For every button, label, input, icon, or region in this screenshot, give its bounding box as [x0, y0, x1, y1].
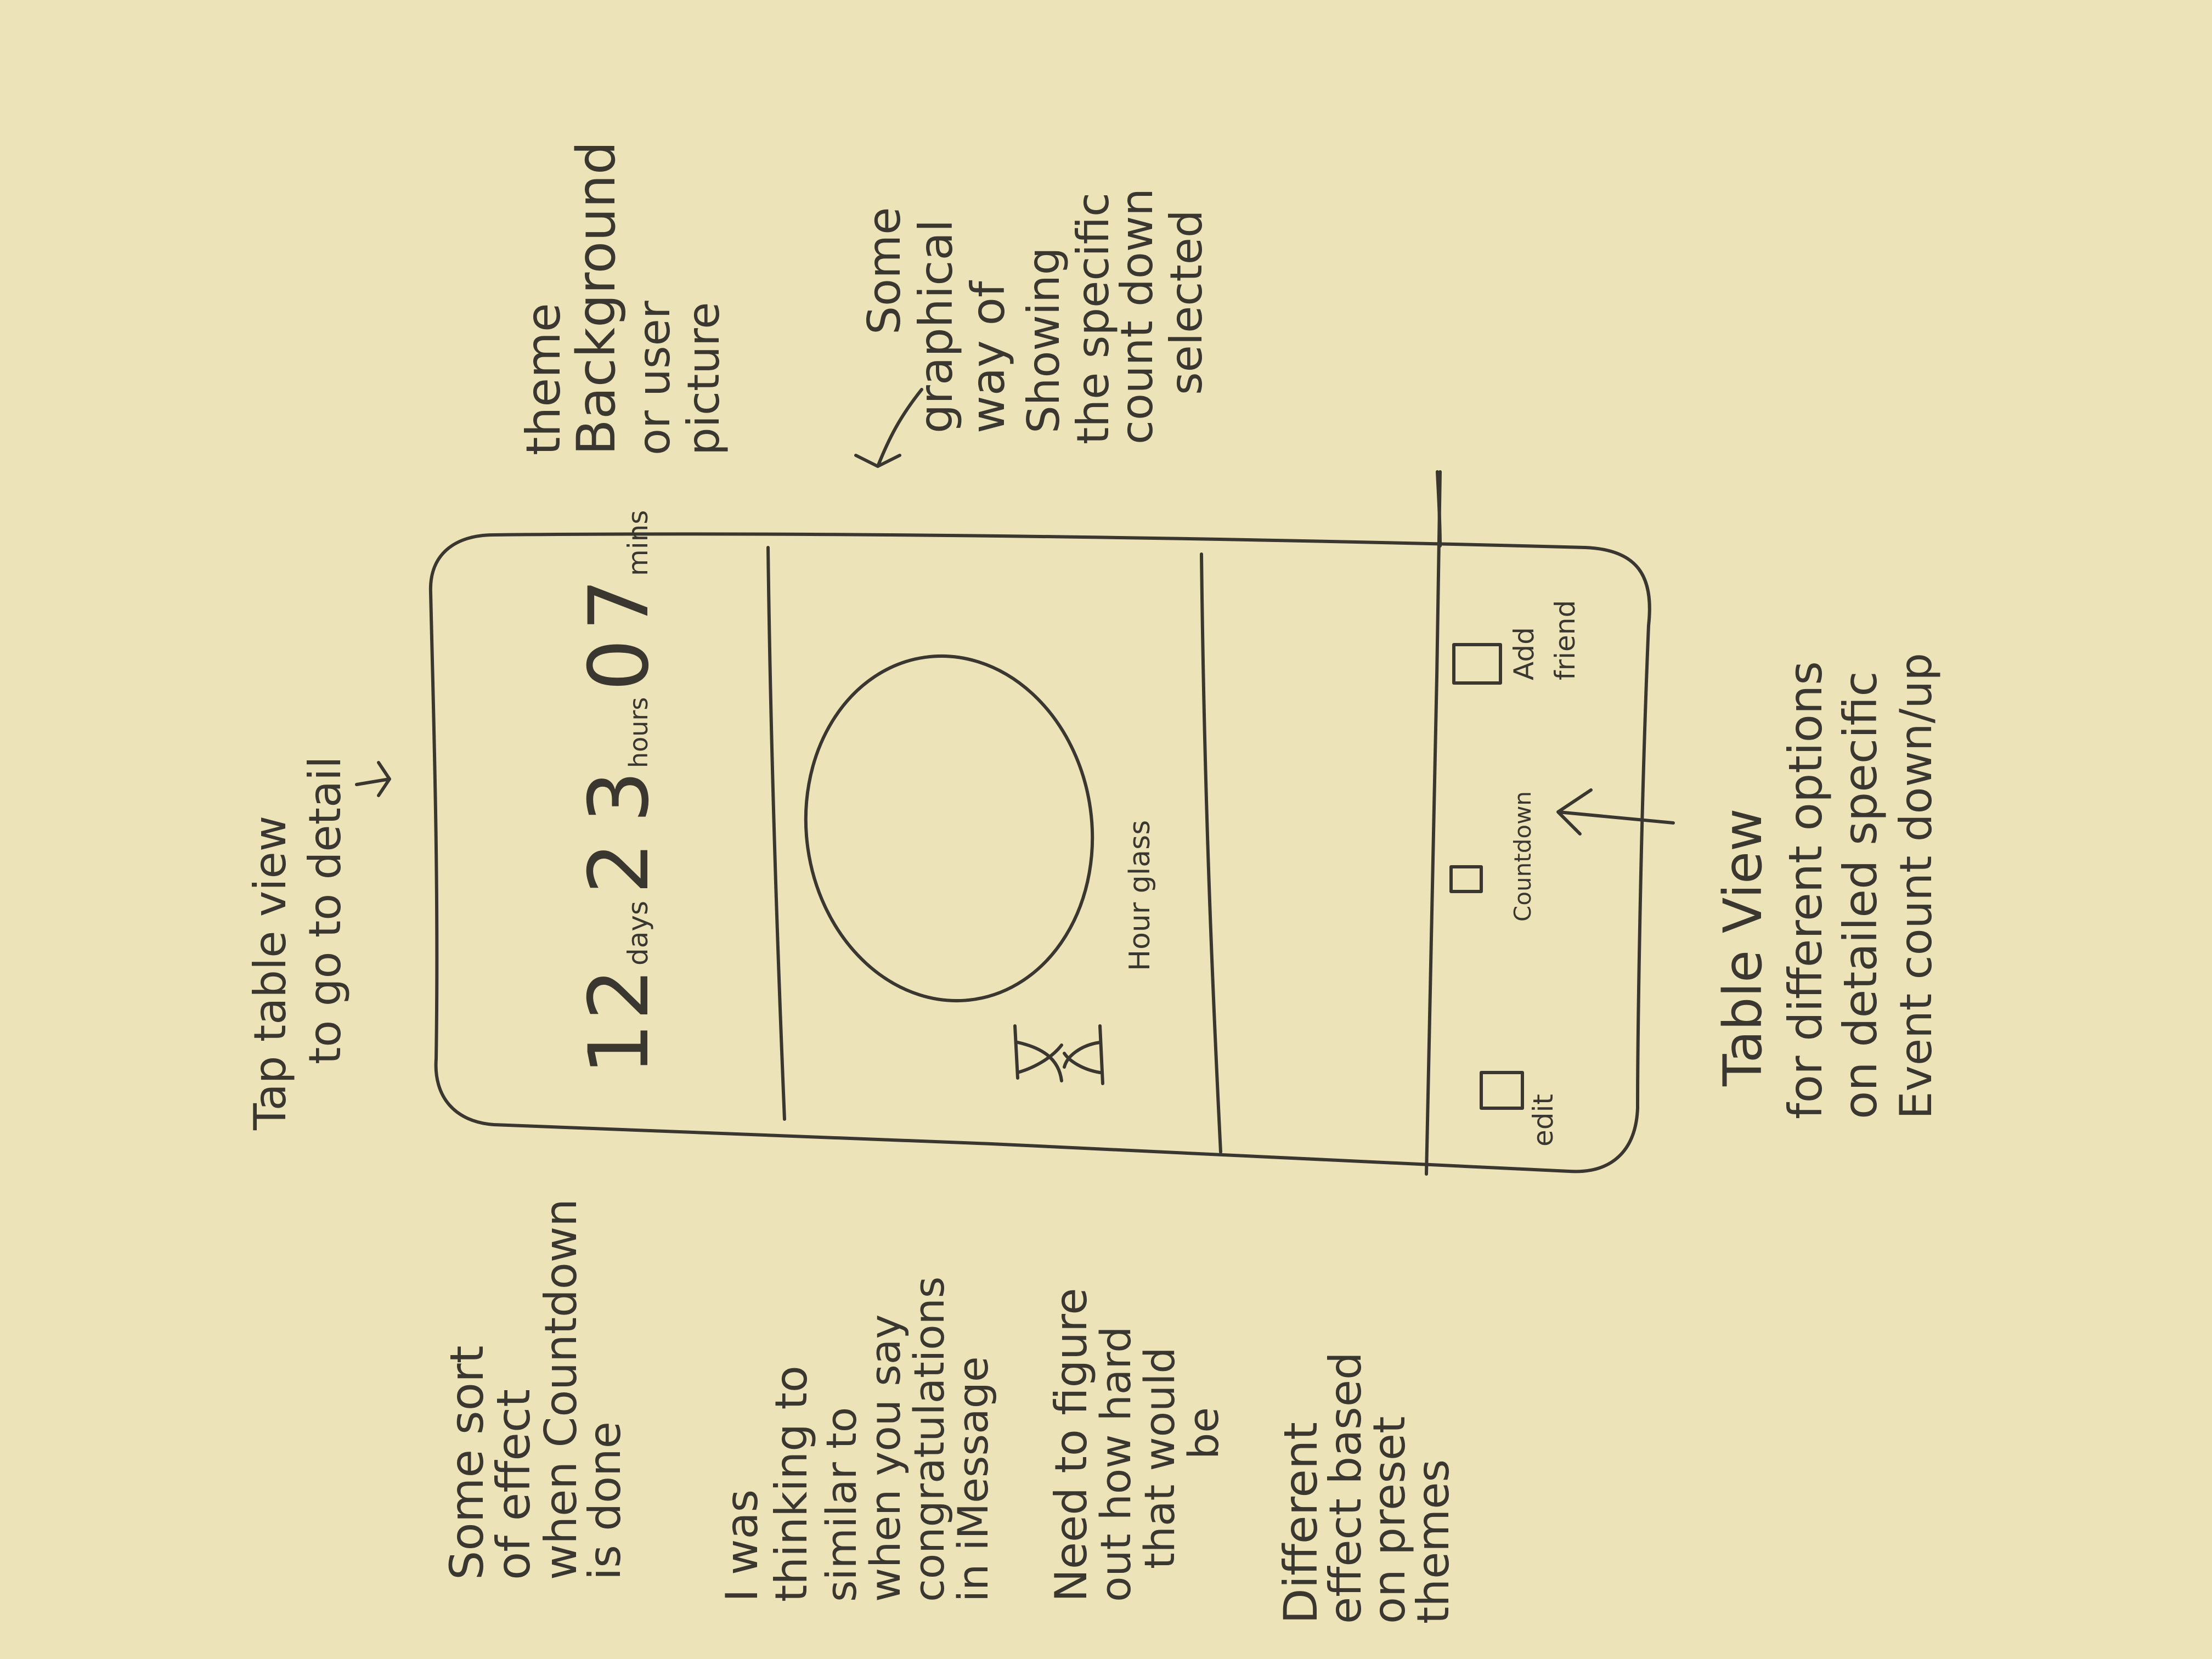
note-table-view: Table View for different options on deta… — [1712, 653, 1942, 1119]
add-friend-icon — [1452, 643, 1502, 685]
countdown-digit-5: 0 — [572, 639, 667, 691]
svg-text:for different options: for different options — [1779, 661, 1832, 1119]
countdown-graphic-circle — [804, 654, 1094, 1003]
countdown-unit-days: days — [622, 901, 654, 966]
svg-text:that would: that would — [1135, 1347, 1184, 1569]
hourglass-label: Hour glass — [1124, 820, 1156, 971]
phone-outline — [428, 532, 1651, 1173]
svg-text:be: be — [1179, 1407, 1228, 1459]
svg-text:the specific: the specific — [1068, 193, 1119, 444]
note-effect: Some sort of effect when Countdown is do… — [440, 1199, 630, 1580]
tab-add-friend[interactable]: Add friend — [1452, 600, 1581, 685]
svg-text:Some sort: Some sort — [440, 1345, 494, 1580]
svg-text:out how hard: out how hard — [1091, 1327, 1140, 1602]
svg-text:theme: theme — [516, 303, 571, 455]
svg-text:selected: selected — [1161, 210, 1212, 395]
countdown-digit-6: 7 — [572, 579, 667, 631]
svg-text:way of: way of — [961, 280, 1015, 433]
svg-text:similar to: similar to — [817, 1407, 866, 1602]
svg-text:Need to figure: Need to figure — [1046, 1288, 1097, 1602]
arrow-to-table — [355, 761, 391, 797]
tab-countdown[interactable]: Countdown — [1449, 791, 1536, 922]
divider-tab — [1425, 470, 1442, 1176]
svg-text:picture: picture — [678, 302, 729, 455]
note-thinking: I was thinking to similar to when you sa… — [716, 1277, 997, 1602]
svg-text:to go to detail: to go to detail — [300, 757, 351, 1064]
countdown-unit-mins: mins — [622, 510, 654, 576]
note-graphical-way: Some graphical way of Showing the specif… — [859, 188, 1212, 444]
hourglass-icon[interactable] — [1013, 1024, 1104, 1085]
edit-icon — [1480, 1071, 1524, 1110]
svg-text:is done: is done — [579, 1421, 630, 1580]
svg-text:of effect: of effect — [487, 1389, 540, 1580]
svg-text:Background: Background — [566, 141, 627, 455]
note-tap-table: Tap table view to go to detail — [245, 757, 351, 1131]
countdown-digit-2: 2 — [572, 968, 667, 1020]
divider-tab-ext — [1436, 470, 1442, 548]
note-theme-background: theme Background or user picture — [516, 141, 729, 455]
svg-text:I was: I was — [716, 1489, 768, 1602]
svg-text:on detailed specific: on detailed specific — [1833, 672, 1887, 1120]
svg-text:Some: Some — [859, 207, 911, 335]
svg-text:effect based: effect based — [1320, 1352, 1371, 1624]
countdown-row[interactable]: 1 2 days 2 3 hours 0 7 mins — [572, 510, 667, 1075]
divider-top — [766, 546, 786, 1121]
countdown-icon — [1449, 865, 1483, 893]
svg-text:thinking to: thinking to — [766, 1365, 817, 1602]
svg-text:Tap table view: Tap table view — [245, 816, 296, 1131]
svg-text:Showing: Showing — [1018, 247, 1069, 433]
svg-text:count down: count down — [1111, 188, 1163, 444]
svg-text:graphical: graphical — [909, 219, 963, 433]
svg-text:when you say: when you say — [861, 1314, 910, 1602]
svg-text:Event count down/up: Event count down/up — [1891, 653, 1942, 1119]
svg-text:or user: or user — [629, 301, 680, 455]
svg-text:themes: themes — [1408, 1459, 1459, 1624]
countdown-digit-4: 3 — [572, 771, 667, 823]
tab-edit[interactable]: edit — [1480, 1071, 1559, 1147]
svg-text:when Countdown: when Countdown — [535, 1199, 586, 1580]
arrow-to-tabbar — [1556, 788, 1675, 836]
tab-add-friend-label-2: friend — [1549, 600, 1581, 680]
arrow-to-graphic — [854, 388, 923, 468]
svg-text:in iMessage: in iMessage — [949, 1356, 997, 1602]
note-different-effect: Different effect based on preset themes — [1274, 1352, 1459, 1624]
tab-edit-label: edit — [1527, 1094, 1559, 1147]
svg-text:Different: Different — [1274, 1422, 1328, 1624]
countdown-unit-hours: hours — [624, 697, 653, 768]
tab-add-friend-label-1: Add — [1508, 627, 1540, 680]
svg-text:congratulations: congratulations — [905, 1277, 953, 1602]
tab-countdown-label: Countdown — [1509, 791, 1536, 922]
countdown-digit-1: 1 — [572, 1023, 667, 1075]
svg-text:on preset: on preset — [1364, 1417, 1415, 1624]
svg-text:Table View: Table View — [1712, 808, 1774, 1087]
countdown-digit-3: 2 — [572, 842, 667, 894]
divider-mid — [1200, 552, 1222, 1154]
note-need-to-figure: Need to figure out how hard that would b… — [1046, 1288, 1228, 1602]
